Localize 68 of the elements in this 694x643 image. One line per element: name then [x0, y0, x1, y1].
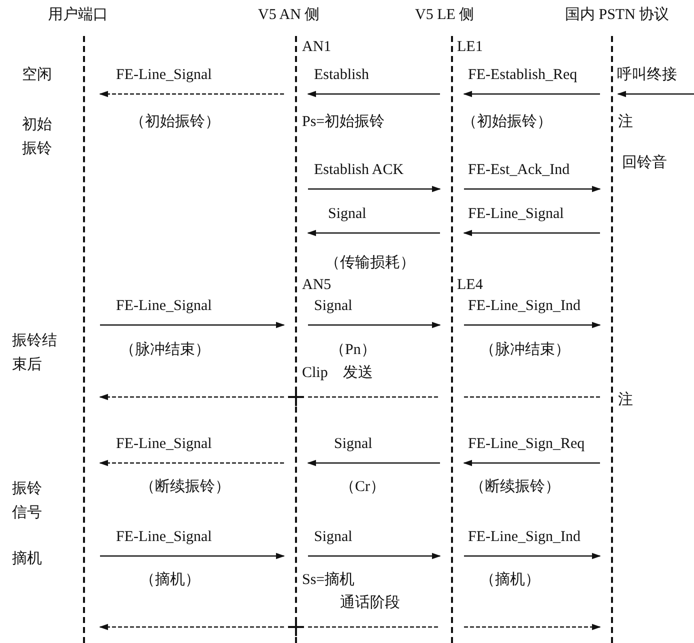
arrow: [308, 322, 441, 328]
signal-label: （断续振铃）: [470, 478, 560, 496]
message-label: FE-Line_Signal: [116, 297, 212, 315]
phase-label: 通话阶段: [340, 594, 400, 612]
signal-label: Ps=初始振铃: [302, 113, 385, 131]
message-label: FE-Est_Ack_Ind: [468, 161, 570, 179]
message-label: FE-Line_Sign_Req: [468, 435, 585, 453]
state-label: AN5: [302, 276, 332, 294]
phase-label: 初始振铃: [22, 116, 53, 159]
arrow: [307, 230, 440, 236]
state-label: AN1: [302, 38, 332, 56]
signal-label: （断续振铃）: [140, 478, 230, 496]
signal-label: （脉冲结束）: [480, 341, 570, 359]
message-label: FE-Line_Signal: [116, 528, 212, 546]
message-label: Signal: [314, 528, 352, 546]
arrow: [308, 552, 441, 560]
arrow: [464, 552, 601, 560]
arrow: [99, 90, 284, 98]
state-label: LE4: [457, 276, 483, 294]
phase-label: 振铃信号: [12, 480, 43, 523]
message-label: Signal: [328, 205, 366, 223]
signal-label: （脉冲结束）: [120, 341, 210, 359]
note-label: Clip 发送: [302, 364, 373, 382]
arrow: [308, 186, 441, 192]
state-label: LE1: [457, 38, 483, 56]
lifeline-heading: V5 AN 侧: [258, 6, 320, 24]
note-label: 回铃音: [622, 154, 667, 172]
message-label: Establish: [314, 66, 369, 84]
signal-label: （摘机）: [140, 571, 200, 589]
phase-label: 振铃结束后: [12, 332, 58, 375]
lifeline-heading: V5 LE 侧: [415, 6, 474, 24]
message-label: FE-Line_Sign_Ind: [468, 528, 580, 546]
message-label: FE-Line_Signal: [116, 66, 212, 84]
phase-label: 摘机: [12, 550, 42, 568]
signal-label: （摘机）: [480, 571, 540, 589]
signal-label: Ss=摘机: [302, 571, 355, 589]
arrow: [464, 624, 601, 630]
arrow: [307, 460, 440, 466]
arrow: [464, 186, 601, 192]
note-label: 注: [618, 391, 633, 409]
signal-label: （传输损耗）: [325, 254, 415, 272]
phase-label: 空闲: [22, 66, 52, 84]
arrow: [99, 394, 284, 400]
lifeline-heading: 国内 PSTN 协议: [565, 6, 670, 24]
arrow: [463, 230, 600, 236]
message-label: FE-Line_Sign_Ind: [468, 297, 580, 315]
message-label: FE-Line_Signal: [116, 435, 212, 453]
arrow: [99, 624, 284, 630]
lifeline-heading: 用户端口: [48, 6, 108, 24]
note-label: 呼叫终接: [617, 66, 677, 84]
arrow: [463, 90, 600, 98]
message-label: FE-Establish_Req: [468, 66, 578, 84]
note-label: 注: [618, 113, 633, 131]
message-label: Signal: [314, 297, 352, 315]
arrow: [464, 322, 601, 328]
message-label: FE-Line_Signal: [468, 205, 564, 223]
arrow: [617, 90, 694, 98]
arrow: [100, 322, 285, 328]
signal-label: （初始振铃）: [462, 113, 552, 131]
arrow: [99, 460, 284, 466]
signal-label: （初始振铃）: [130, 113, 220, 131]
message-label: Signal: [334, 435, 372, 453]
signal-label: （Cr）: [340, 478, 385, 496]
arrow: [100, 552, 285, 560]
arrow: [307, 90, 440, 98]
signal-label: （Pn）: [330, 341, 376, 359]
arrow: [463, 460, 600, 466]
message-label: Establish ACK: [314, 161, 404, 179]
